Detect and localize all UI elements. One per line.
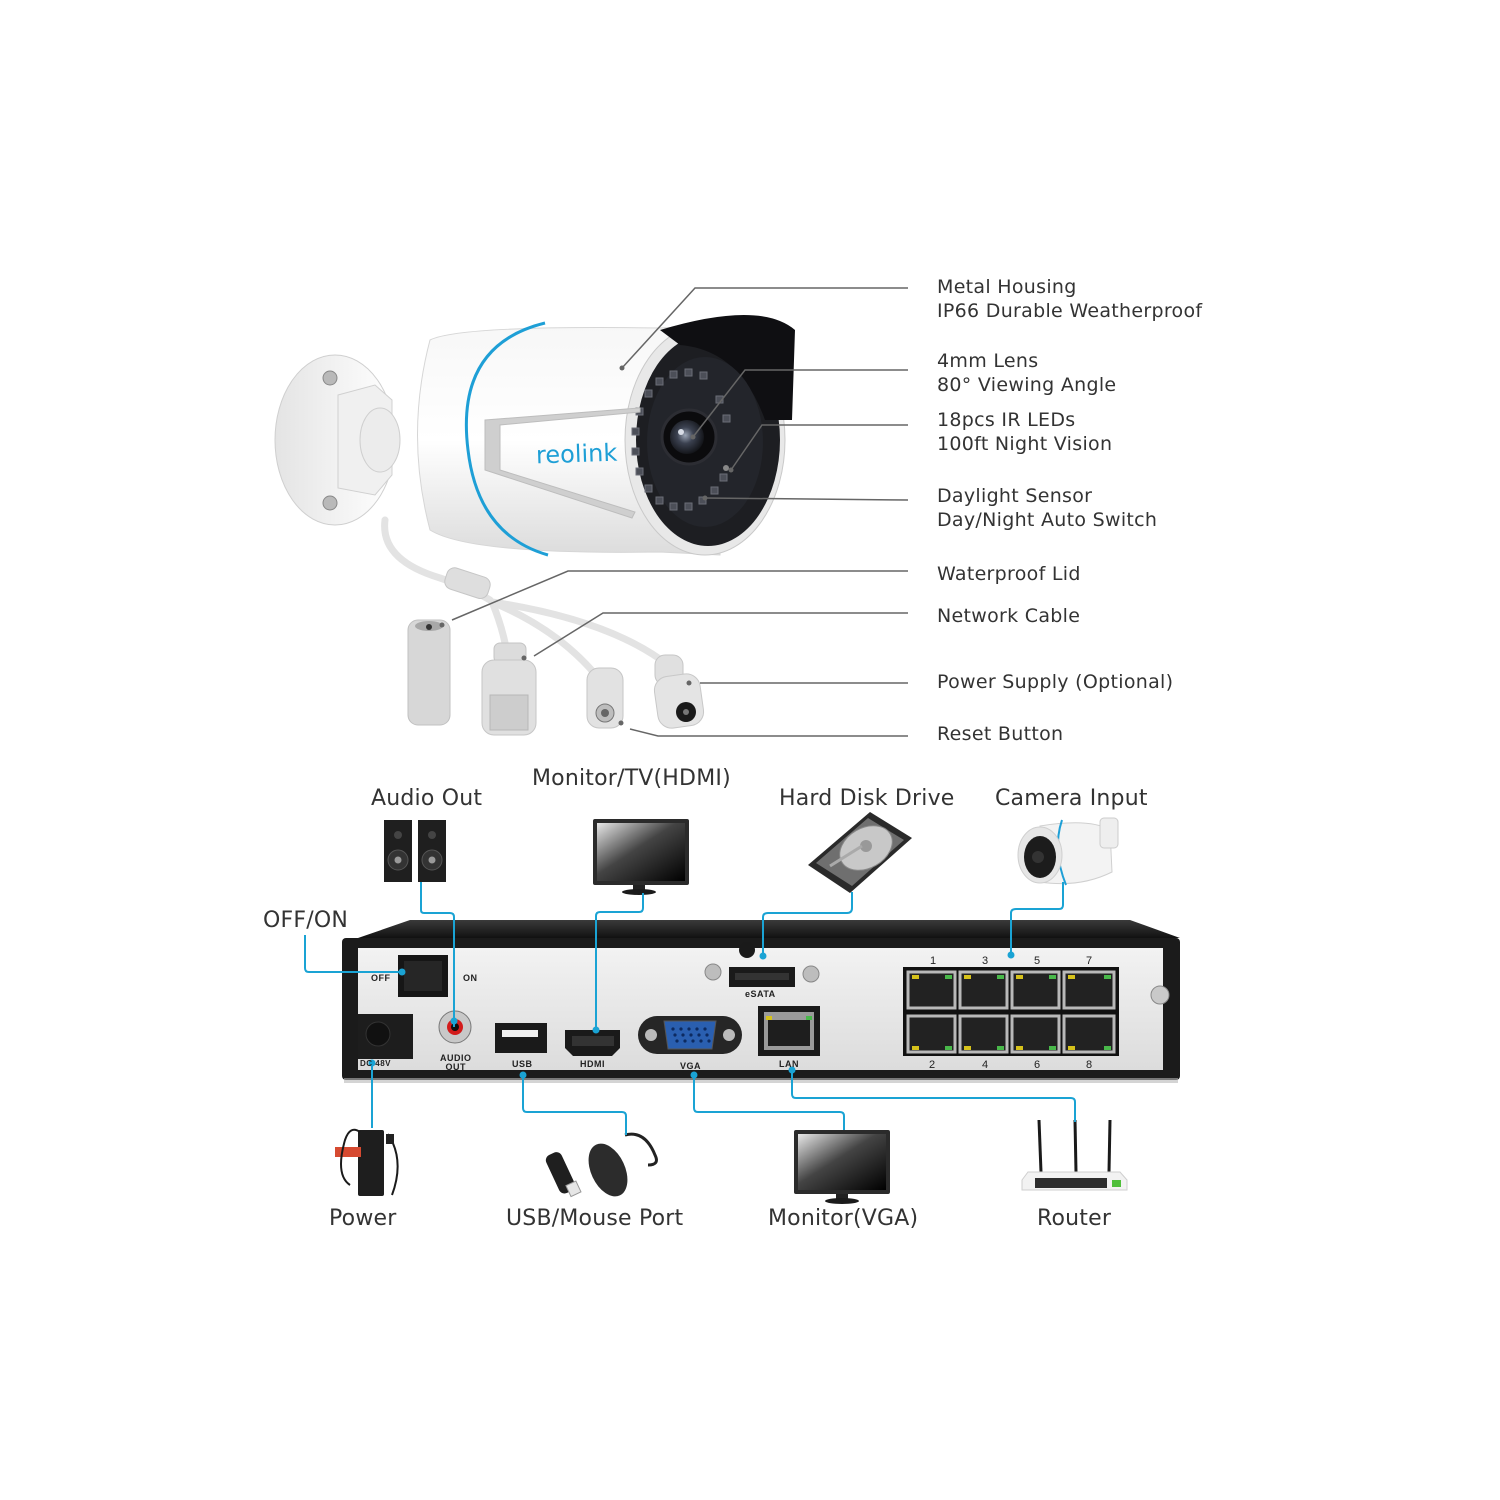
waterproof-lid-illustration [407,619,451,726]
usb-port [495,1023,547,1053]
vga-port-label: VGA [680,1061,702,1071]
esata-port-label: eSATA [745,989,776,999]
cable-splitter [444,567,491,599]
title-off-on: OFF/ON [263,908,349,933]
poe-port-6: 6 [1034,1059,1041,1071]
title-monitor-vga: Monitor(VGA) [768,1206,919,1231]
camera-body [417,315,795,557]
connector-lines [304,882,1076,1135]
router-icon [1021,1119,1128,1191]
title-power: Power [329,1206,397,1231]
monitor-vga-icon [794,1130,890,1204]
poe-port-7: 7 [1086,955,1093,967]
connector-dots [368,951,1015,1079]
poe-port-2: 2 [929,1059,936,1071]
title-camera-input: Camera Input [995,786,1148,811]
spec-detail: 100ft Night Vision [937,433,1113,455]
poe-port-3: 3 [982,955,989,967]
audio-label-line2: OUT [445,1062,466,1072]
hdmi-port-label: HDMI [580,1059,605,1069]
usb-port-label: USB [512,1059,533,1069]
spec-lens: 4mm Lens 80° Viewing Angle [937,349,1116,397]
spec-detail: 80° Viewing Angle [937,374,1117,396]
dc-plug-illustration [653,654,705,729]
lan-port-label: LAN [779,1059,799,1069]
spec-metal-housing: Metal Housing IP66 Durable Weatherproof [937,275,1202,323]
camera-mount [274,354,401,526]
hard-disk-icon [808,812,912,893]
label-reset-button: Reset Button [937,723,1064,745]
title-audio-out: Audio Out [371,786,483,811]
audio-out-port-label: AUDIO OUT [440,1054,472,1072]
switch-off-label: OFF [371,973,391,983]
callout-lines [451,287,909,737]
title-monitor-hdmi: Monitor/TV(HDMI) [532,766,731,791]
ground-screw [1150,985,1170,1005]
callout-dots [439,365,734,726]
spec-ir-leds: 18pcs IR LEDs 100ft Night Vision [937,408,1112,456]
network-plug-illustration [481,642,537,736]
poe-port-4: 4 [982,1059,989,1071]
speakers-icon [384,820,446,882]
reolink-logo: reolink [535,438,618,470]
spec-title: 18pcs IR LEDs [937,409,1076,431]
spec-daylight-sensor: Daylight Sensor Day/Night Auto Switch [937,484,1157,532]
label-waterproof-lid: Waterproof Lid [937,563,1081,585]
label-power-supply: Power Supply (Optional) [937,671,1174,693]
poe-port-8: 8 [1086,1059,1093,1071]
title-usb-mouse: USB/Mouse Port [506,1206,684,1231]
spec-detail: Day/Night Auto Switch [937,509,1158,531]
dc-48v-label: DC 48V [360,1059,392,1068]
title-router: Router [1037,1206,1112,1231]
camera-input-icon [1017,817,1119,886]
spec-title: 4mm Lens [937,350,1039,372]
poe-port-1: 1 [930,955,937,967]
label-network-cable: Network Cable [937,605,1081,627]
audio-label-line1: AUDIO [440,1053,472,1063]
reset-plug-illustration [586,667,624,729]
spec-detail: IP66 Durable Weatherproof [937,300,1203,322]
usb-mouse-icon [545,1132,658,1198]
poe-port-5: 5 [1034,955,1041,967]
monitor-hdmi-icon [593,819,689,895]
spec-title: Daylight Sensor [937,485,1093,507]
switch-on-label: ON [463,973,478,983]
spec-title: Metal Housing [937,276,1077,298]
title-hard-disk: Hard Disk Drive [779,786,955,811]
power-adapter-icon [335,1128,399,1196]
